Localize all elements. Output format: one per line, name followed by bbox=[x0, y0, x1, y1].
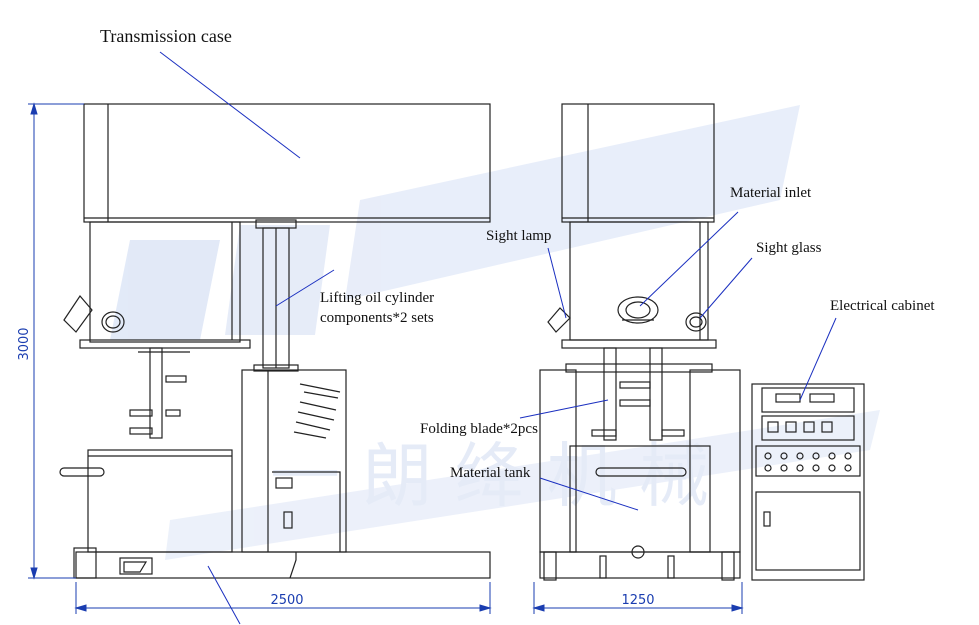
sight-lamp-label: Sight lamp bbox=[486, 228, 551, 244]
transmission-case-shape bbox=[83, 103, 491, 223]
front-width-dimension: 2500 bbox=[270, 593, 303, 608]
folding-blade-label: Folding blade*2pcs bbox=[420, 421, 538, 437]
electrical-cabinet-label: Electrical cabinet bbox=[830, 298, 935, 314]
lifting-cylinder-label-line2: components*2 sets bbox=[320, 310, 434, 326]
transmission-case-label: Transmission case bbox=[100, 26, 232, 46]
leader-lines bbox=[159, 51, 837, 625]
material-tank-label: Material tank bbox=[450, 465, 531, 481]
material-inlet-label: Material inlet bbox=[730, 185, 812, 201]
sight-glass-label: Sight glass bbox=[756, 240, 822, 256]
side-view bbox=[539, 103, 741, 581]
electrical-cabinet-shape bbox=[751, 383, 865, 581]
side-width-dimension: 1250 bbox=[621, 593, 654, 608]
front-view bbox=[59, 103, 491, 579]
dimension-lines bbox=[28, 102, 744, 614]
height-dimension: 3000 bbox=[17, 327, 32, 360]
watermark-logo: 一 朗 绛 机 械 bbox=[110, 105, 880, 560]
lifting-cylinder-label-line1: Lifting oil cylinder bbox=[320, 290, 434, 306]
